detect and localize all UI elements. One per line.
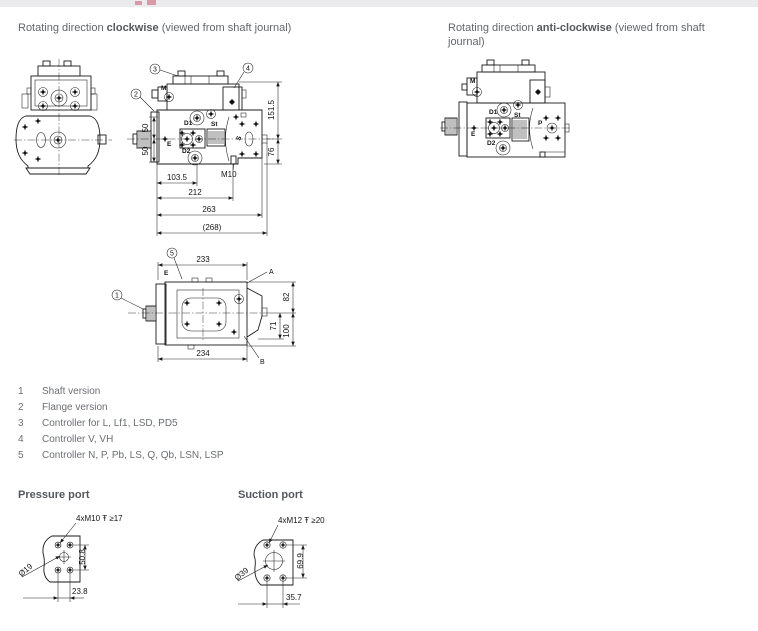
dim-label: 212: [188, 188, 202, 197]
drawing-front-view: [14, 59, 112, 176]
section-label: A: [269, 269, 274, 276]
heading-emphasis: clockwise: [106, 22, 159, 34]
legend-item: 5 Controller N, P, Pb, LS, Q, Qb, LSN, LS…: [18, 448, 224, 464]
flange-outline: [42, 535, 81, 583]
port-label: St: [211, 121, 218, 128]
drawing-top-view: E 5 1 A B 233 82 71 100 234: [111, 247, 296, 366]
callout-2: 2: [130, 88, 155, 112]
pump-body-outline: [441, 101, 570, 158]
port-label: D1: [184, 120, 193, 127]
dim-label: 263: [202, 205, 216, 214]
callout-number: 2: [134, 91, 138, 98]
legend-number: 2: [18, 401, 24, 413]
dim-label: 103.5: [167, 173, 188, 182]
dim-label: 23.8: [72, 587, 88, 596]
callout-4: 4: [233, 62, 254, 89]
legend-item: 3 Controller for L, Lf1, LSD, PD5: [18, 415, 224, 431]
dim-label: 233: [196, 255, 210, 264]
callout-5: 5: [166, 247, 183, 280]
legend-label: Controller V, VH: [42, 434, 114, 446]
legend-item: 1 Shaft version: [18, 383, 224, 399]
port-label: E: [164, 270, 169, 277]
dim-label: 50: [141, 123, 150, 132]
pump-housing-front: [15, 93, 107, 175]
heading-text: Rotating direction: [18, 22, 107, 34]
callout-number: 3: [153, 66, 157, 73]
legend-number: 5: [18, 450, 24, 462]
dimensions: Ø19 50.8 23.8: [17, 544, 89, 602]
port-label: S: [235, 135, 243, 142]
legend-label: Controller N, P, Pb, LS, Q, Qb, LSN, LSP: [42, 450, 224, 462]
callout-number: 1: [115, 292, 119, 299]
suction-port-title: Suction port: [238, 489, 303, 501]
dim-label: Ø39: [233, 565, 251, 582]
dim-label: 76: [267, 147, 276, 156]
dim-label: M10: [221, 170, 237, 179]
callout-number: 4: [246, 65, 250, 72]
legend-item: 2 Flange version: [18, 399, 224, 415]
callout-number: 5: [170, 250, 174, 257]
section-label: B: [260, 359, 265, 366]
heading-text: Rotating direction: [448, 22, 537, 34]
ports-and-fittings: [470, 100, 562, 156]
drawing-side-view-clockwise: M D1 St: [127, 62, 282, 236]
callout-3: 3: [149, 63, 179, 77]
drawing-suction-port: 4xM12 Ŧ ≥20 Ø39 69.9 35.7: [233, 516, 325, 608]
valve-block-front: [26, 60, 96, 111]
ports-and-fittings: [161, 109, 268, 166]
port-label: D2: [487, 140, 496, 147]
legend-label: Flange version: [42, 401, 108, 413]
port-label: E: [167, 141, 172, 148]
header-remnant: [135, 1, 142, 5]
port-label: M: [470, 78, 475, 85]
dimensions: 233 82 71 100 234: [157, 255, 296, 362]
port-label: D2: [182, 148, 191, 155]
legend-item: 4 Controller V, VH: [18, 432, 224, 448]
legend-number: 3: [18, 417, 24, 429]
dim-label: 69.9: [296, 553, 305, 569]
port-label: E: [471, 131, 476, 138]
heading-text: (viewed from shaft journal): [448, 22, 705, 48]
dim-label: 35.7: [286, 593, 302, 602]
legend-label: Shaft version: [42, 385, 101, 397]
pressure-port-title: Pressure port: [18, 489, 90, 501]
drawing-side-view-anticlockwise: M D1 St D2: [440, 59, 571, 158]
dim-label: Ø19: [17, 561, 35, 578]
dim-label: 100: [282, 324, 291, 338]
port-label: St: [514, 112, 521, 119]
dimensions: 50 50 151.5 76 103.5 212 263 (268) M10: [141, 81, 282, 236]
heading-text: (viewed from shaft journal): [158, 22, 292, 34]
dim-label: 234: [196, 349, 210, 358]
legend-number: 4: [18, 434, 24, 446]
callout-1: 1: [111, 289, 144, 310]
section-labels: A B: [243, 269, 274, 366]
legend-label: Controller for L, Lf1, LSD, PD5: [42, 417, 178, 429]
dim-label: 50.8: [78, 549, 87, 565]
cropped-header-strip: [0, 0, 758, 7]
heading-clockwise: Rotating direction clockwise (viewed fro…: [18, 21, 438, 35]
port-label: D1: [489, 109, 498, 116]
port-label: M: [161, 85, 166, 92]
legend-number: 1: [18, 385, 24, 397]
heading-anticlockwise: Rotating direction anti-clockwise (viewe…: [448, 21, 734, 49]
dim-label: (268): [203, 223, 222, 232]
dim-label: 151.5: [267, 99, 276, 120]
pump-body-outline: [142, 277, 268, 350]
heading-emphasis: anti-clockwise: [536, 22, 612, 34]
port-label: P: [538, 120, 543, 127]
thread-spec: 4xM12 Ŧ ≥20: [278, 516, 325, 525]
dim-label: 71: [269, 321, 278, 330]
header-remnant: [147, 0, 156, 5]
thread-spec: 4xM10 Ŧ ≥17: [76, 514, 123, 523]
drawing-pressure-port: 4xM10 Ŧ ≥17 Ø19 50.8 23.8: [17, 514, 123, 602]
pump-body-outline: [132, 109, 263, 165]
dim-label: 50: [141, 146, 150, 155]
dim-label: 82: [282, 292, 291, 301]
